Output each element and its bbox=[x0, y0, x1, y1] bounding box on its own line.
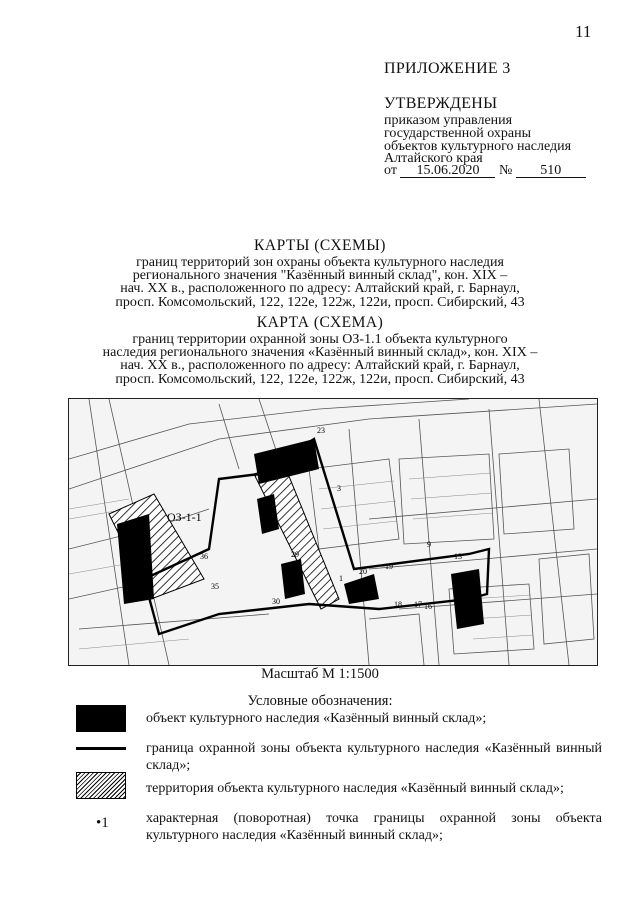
point-label: 20 bbox=[359, 567, 367, 576]
zone-label: ОЗ-1-1 bbox=[167, 510, 202, 524]
heritage-building bbox=[257, 494, 279, 534]
order-date: 15.06.2020 bbox=[400, 164, 496, 178]
order-number: 510 bbox=[515, 164, 586, 178]
approved-heading: УТВЕРЖДЕНЫ bbox=[384, 95, 498, 112]
point-label: 30 bbox=[272, 597, 280, 606]
maps-subtitle-line: нач. XX в., расположенного по адресу: Ал… bbox=[120, 281, 520, 296]
maps-subtitle-line: регионального значения "Казённый винный … bbox=[132, 268, 508, 283]
heritage-building bbox=[254, 439, 319, 484]
legend-item-zone-boundary: граница охранной зоны объекта культурног… bbox=[146, 741, 602, 773]
point-label: 13 bbox=[454, 552, 462, 561]
point-label: 1 bbox=[339, 574, 343, 583]
map-scale: Масштаб М 1:1500 bbox=[261, 666, 379, 682]
legend-item-territory: территория объекта культурного наследия … bbox=[146, 781, 564, 796]
appendix-heading: ПРИЛОЖЕНИЕ 3 bbox=[384, 60, 511, 77]
maps-subtitle-line: просп. Комсомольский, 122, 122е, 122ж, 1… bbox=[115, 295, 525, 310]
territory-hatch-symbol bbox=[76, 772, 126, 799]
point-label: 4 bbox=[261, 500, 265, 509]
point-label: 17 bbox=[414, 600, 422, 609]
point-label: 3 bbox=[337, 484, 341, 493]
point-label: 28 bbox=[295, 568, 303, 577]
maps-subtitle-line: границ территорий зон охраны объекта кул… bbox=[136, 255, 504, 270]
detail-lines bbox=[69, 472, 534, 650]
point-label: 16 bbox=[424, 602, 432, 611]
point-label: 23 bbox=[317, 426, 325, 435]
legend-item-heritage-object: объект культурного наследия «Казённый ви… bbox=[146, 711, 487, 726]
turning-point-symbol: •1 bbox=[96, 815, 109, 831]
map-subtitle-line: нач. XX в., расположенного по адресу: Ал… bbox=[120, 358, 520, 373]
page-number: 11 bbox=[575, 22, 592, 41]
order-line: от 15.06.2020 № 510 bbox=[384, 163, 586, 179]
approval-line: Алтайского края bbox=[384, 151, 483, 166]
point-label: 35 bbox=[211, 582, 219, 591]
point-label: 29 bbox=[291, 550, 299, 559]
order-number-sign: № bbox=[498, 163, 513, 178]
order-from: от bbox=[384, 163, 397, 178]
heritage-object-symbol bbox=[76, 705, 126, 732]
map-subtitle-line: наследия регионального значения «Казённы… bbox=[102, 345, 538, 360]
approval-line: объектов культурного наследия bbox=[384, 139, 572, 154]
point-label: 9 bbox=[427, 540, 431, 549]
map-subtitle-line: границ территории охранной зоны ОЗ-1.1 о… bbox=[132, 332, 508, 347]
maps-title: КАРТЫ (СХЕМЫ) bbox=[254, 237, 386, 254]
approval-line: приказом управления bbox=[384, 113, 513, 128]
point-label: 36 bbox=[200, 552, 208, 561]
heritage-building bbox=[344, 574, 379, 604]
heritage-building bbox=[281, 559, 305, 599]
approval-line: государственной охраны bbox=[384, 126, 532, 141]
legend-title: Условные обозначения: bbox=[247, 693, 393, 709]
legend-item-turning-point: характерная (поворотная) точка границы о… bbox=[146, 811, 602, 843]
cadastral-lines bbox=[69, 399, 597, 665]
point-label: 19 bbox=[385, 562, 393, 571]
point-label: 22 bbox=[307, 447, 315, 456]
heritage-building bbox=[117, 514, 154, 604]
map-title: КАРТА (СХЕМА) bbox=[256, 314, 384, 331]
point-label: 18 bbox=[394, 600, 402, 609]
zone-map-drawing: ОЗ-1-1 23 22 36 35 29 28 30 20 19 18 17 … bbox=[69, 399, 597, 665]
zone-map: ОЗ-1-1 23 22 36 35 29 28 30 20 19 18 17 … bbox=[68, 398, 598, 666]
zone-boundary-symbol bbox=[76, 747, 126, 750]
map-subtitle-line: просп. Комсомольский, 122, 122е, 122ж, 1… bbox=[115, 372, 525, 387]
zone-boundary bbox=[142, 437, 491, 636]
